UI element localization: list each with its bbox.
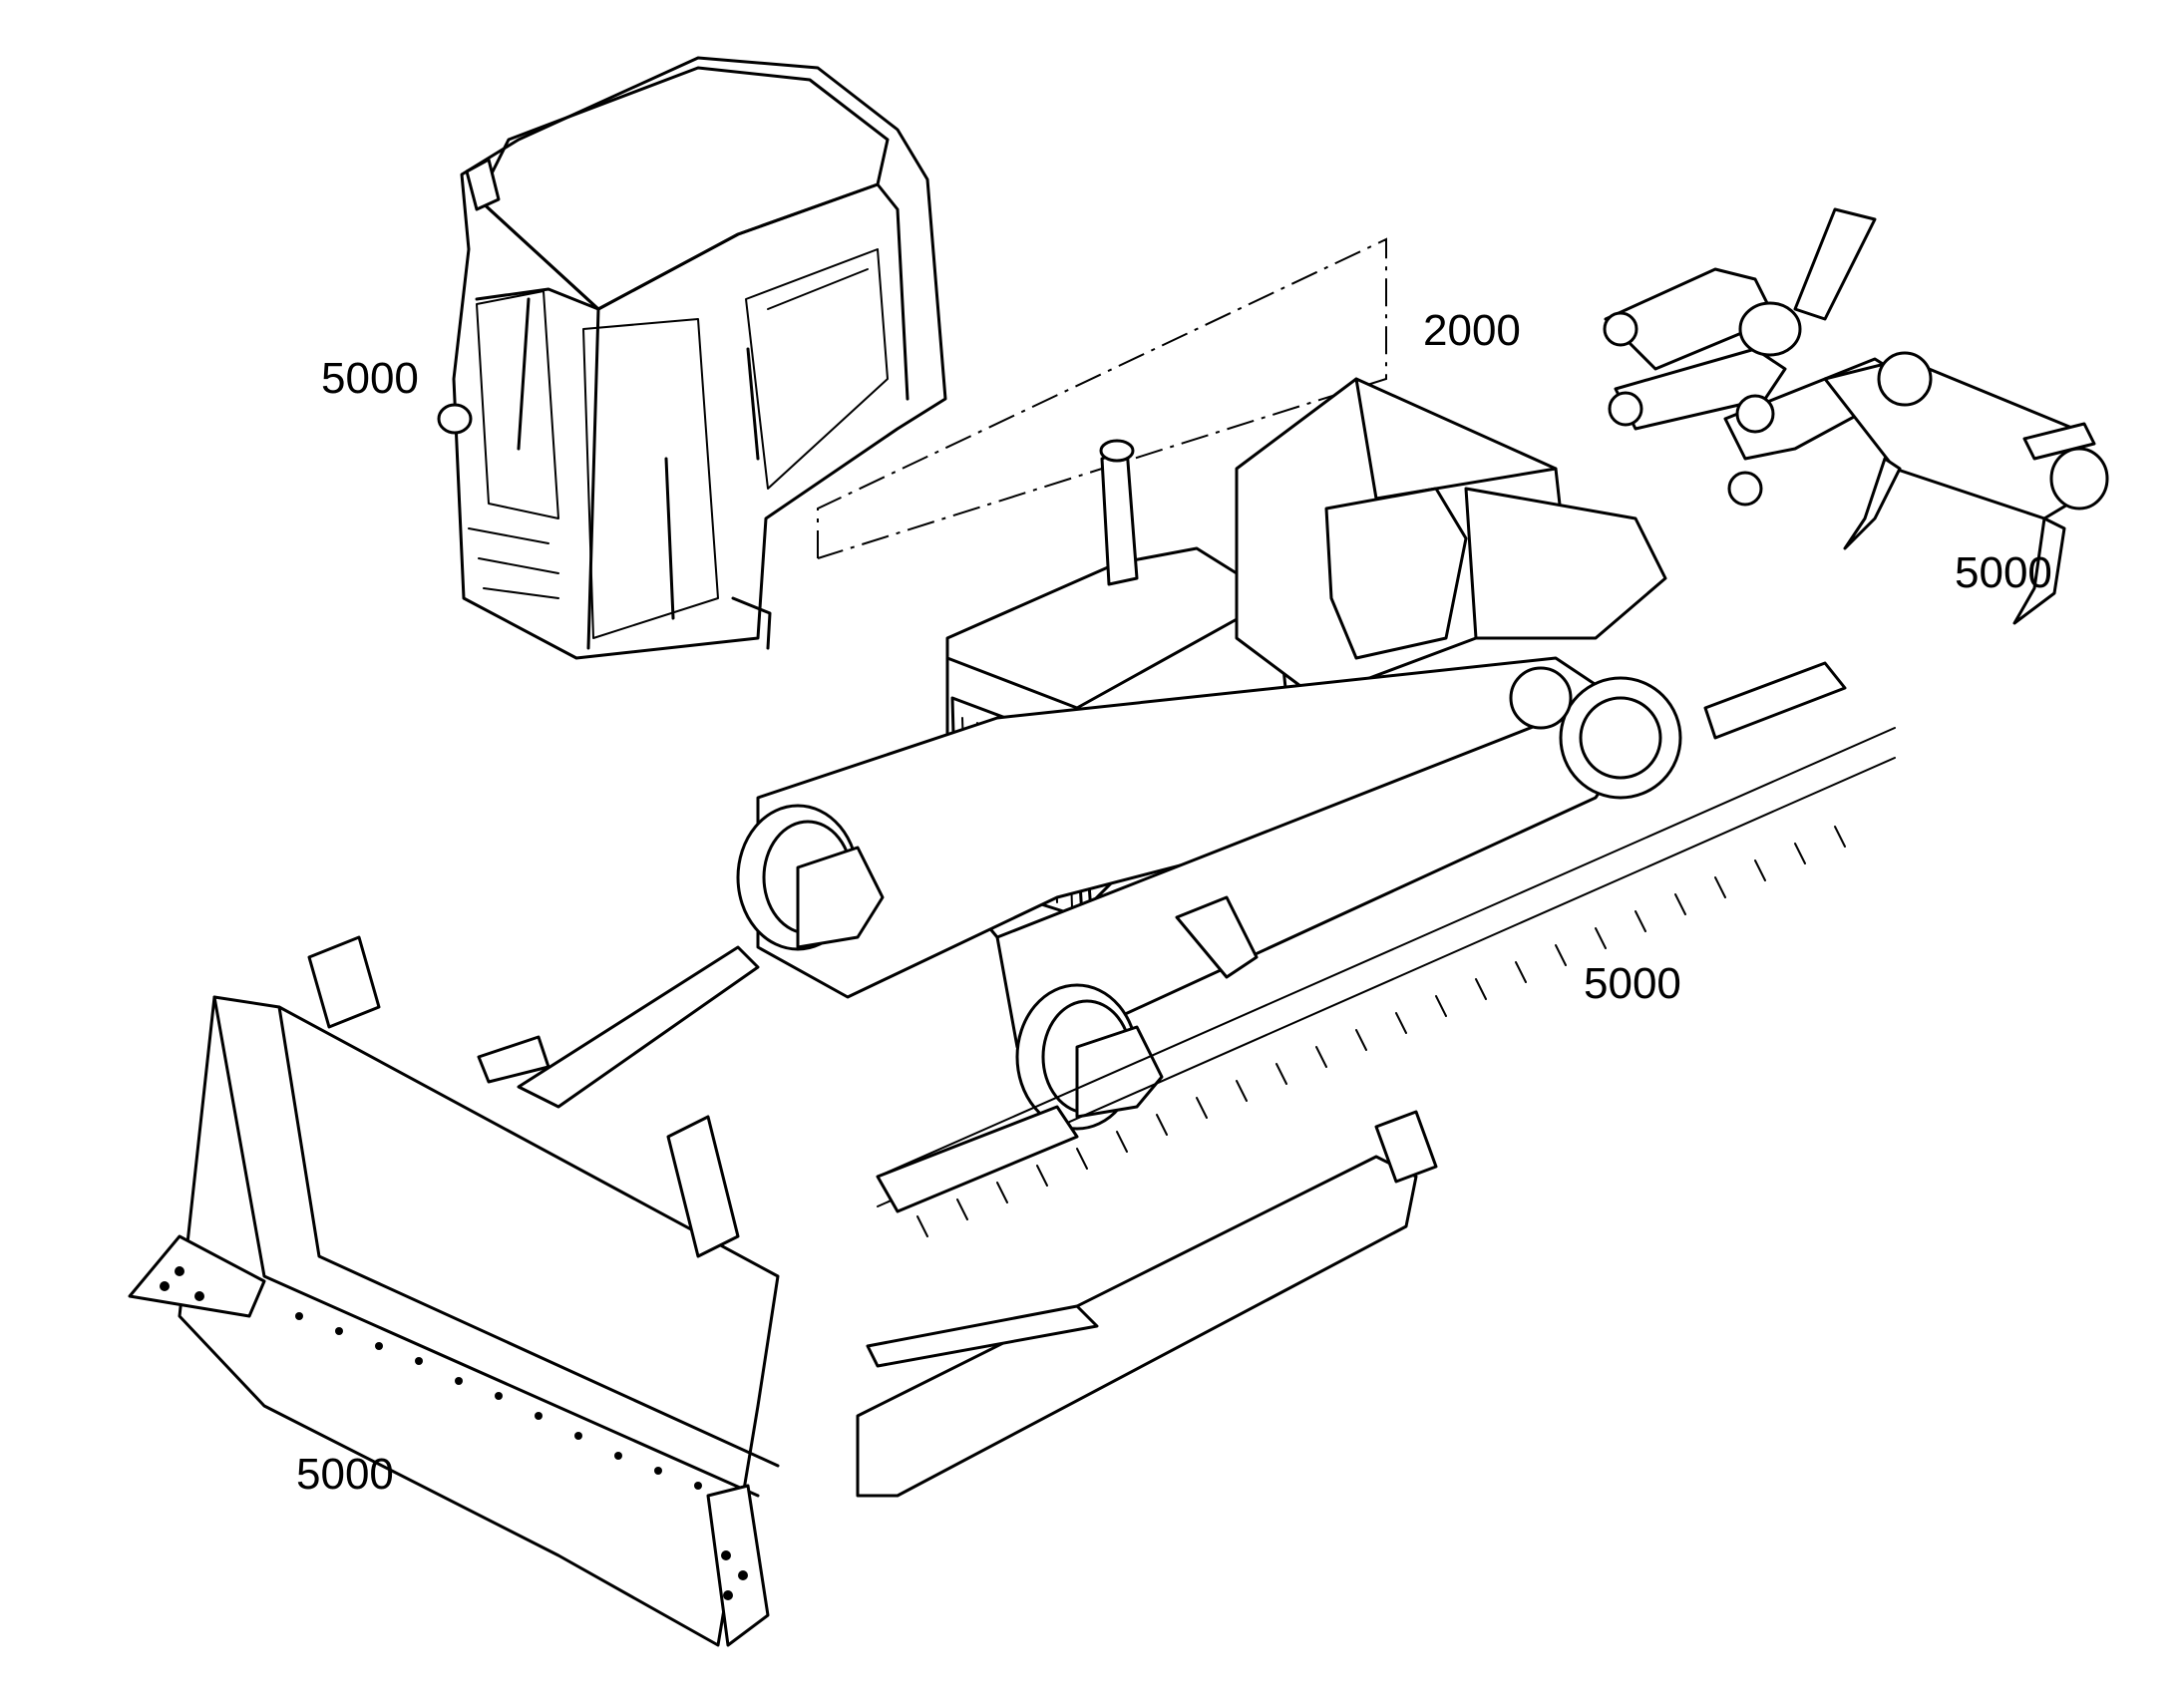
callout-blade-5000: 5000 xyxy=(296,1450,394,1499)
callout-cab-5000: 5000 xyxy=(321,354,419,403)
callout-main-frame-2000: 2000 xyxy=(1423,306,1521,355)
front-idler-upper xyxy=(736,804,885,951)
cab-assembly xyxy=(437,56,947,660)
callout-track-5000: 5000 xyxy=(1584,959,1681,1008)
front-idler-lower xyxy=(1015,983,1164,1131)
main-frame-assembly xyxy=(736,377,1682,1131)
ripper-assembly xyxy=(1603,207,2109,625)
blade-assembly xyxy=(128,935,1438,1647)
assembly-phantom-line xyxy=(817,237,1387,559)
callout-ripper-5000: 5000 xyxy=(1955,548,2052,597)
track-assembly xyxy=(876,661,1896,1237)
